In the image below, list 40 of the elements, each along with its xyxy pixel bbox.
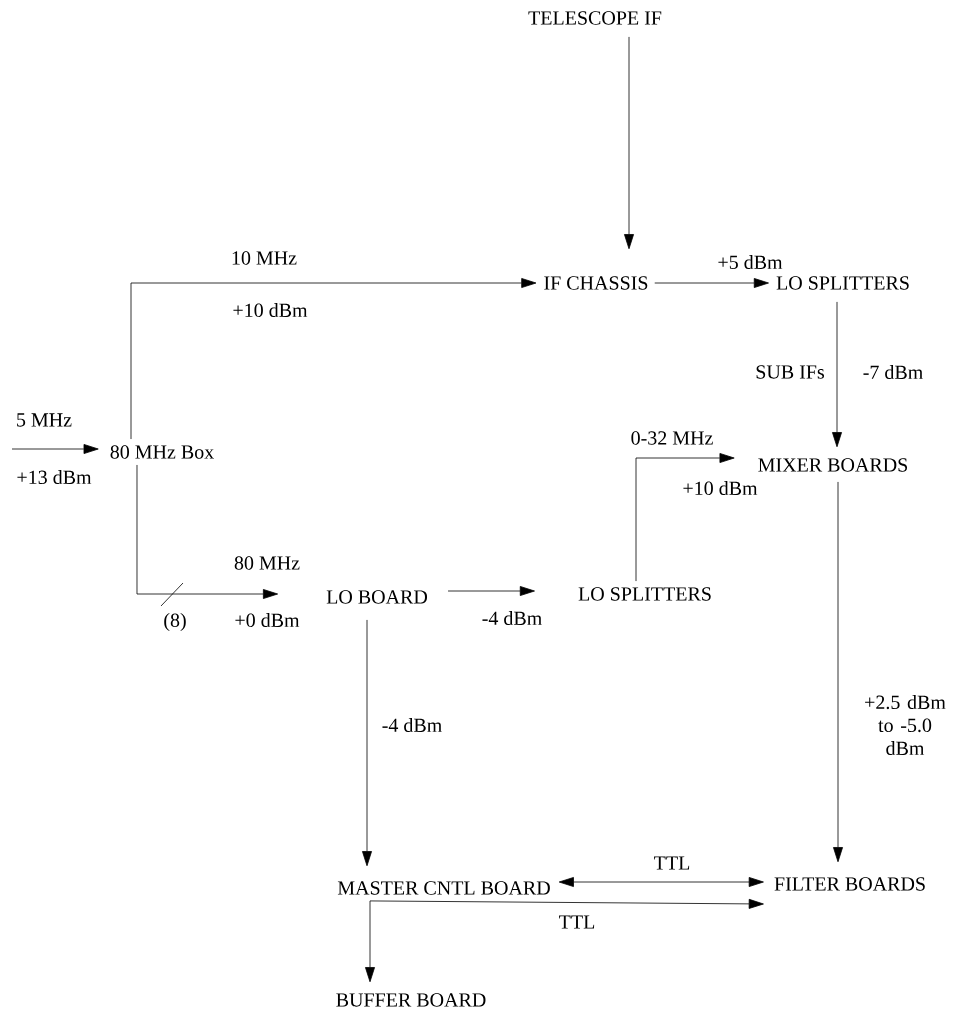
- arrow: [369, 898, 764, 909]
- edge-label: -7 dBm: [861, 363, 925, 381]
- signal-label: +10 dBm: [233, 302, 308, 318]
- edge-label: 80 MHz: [232, 555, 302, 571]
- block-name: LO SPLITTERS: [578, 587, 711, 601]
- signal-label: (8): [164, 612, 186, 632]
- arrow: [365, 900, 375, 983]
- edge-label: +2.5 dBm to -5.0 dBm: [860, 693, 950, 757]
- edge-label: TTL: [652, 855, 692, 871]
- arrow: [130, 278, 537, 440]
- arrow: [654, 278, 769, 288]
- edge-label: TTL: [557, 914, 597, 930]
- arrow: [624, 36, 634, 250]
- block-name: LO BOARD: [326, 590, 428, 604]
- block-name: BUFFER BOARD: [336, 993, 486, 1007]
- signal-label: SUB IFs: [756, 365, 824, 379]
- edge-label: -4 dBm: [380, 716, 444, 734]
- signal-label: +13 dBm: [17, 469, 92, 485]
- block-name: MIXER BOARDS: [758, 458, 908, 472]
- arrow: [635, 453, 735, 582]
- block-name: FILTER BOARDS: [774, 877, 925, 891]
- arrow: [136, 464, 279, 599]
- edge-label: 0-32 MHz: [629, 430, 715, 446]
- block-name: TELESCOPE IF: [528, 11, 662, 25]
- signal-label: +10 dBm: [683, 480, 758, 496]
- edge-label: +5 dBm: [716, 253, 784, 271]
- signal-label: +0 dBm: [235, 612, 300, 628]
- block-name: MASTER CNTL BOARD: [337, 881, 550, 895]
- edge-label: 10 MHz: [229, 250, 299, 266]
- edge-label: 5 MHz: [14, 412, 74, 428]
- block-name: IF CHASSIS: [544, 276, 648, 290]
- arrow: [833, 481, 843, 863]
- arrow: [558, 877, 764, 887]
- arrow: [832, 301, 842, 448]
- block-name: 80 MHz Box: [110, 445, 214, 459]
- block-name: LO SPLITTERS: [776, 276, 909, 290]
- arrow: [362, 619, 372, 867]
- arrow: [11, 444, 99, 454]
- arrow: [447, 586, 535, 596]
- edge-label: -4 dBm: [480, 609, 544, 627]
